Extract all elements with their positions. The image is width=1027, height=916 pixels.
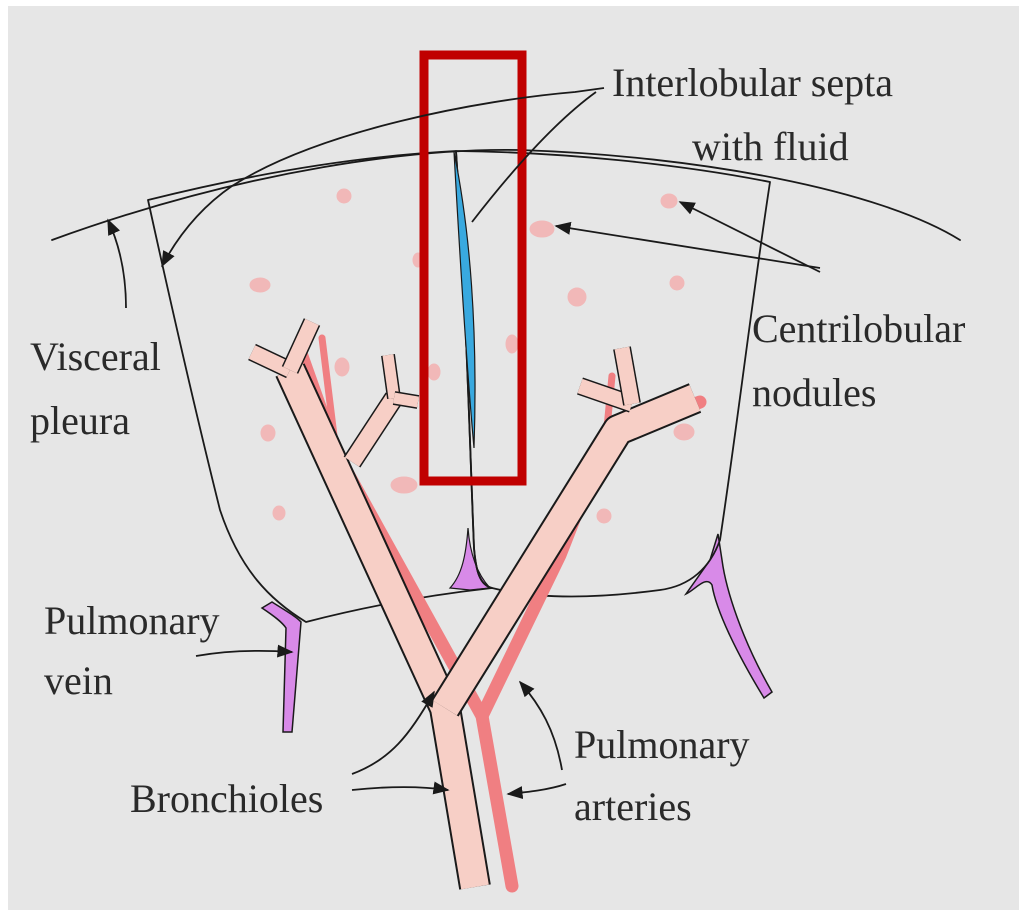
label-bronchioles: Bronchioles: [130, 776, 323, 821]
label-pulmonary-vein-2: vein: [44, 658, 113, 703]
nodule: [674, 424, 694, 440]
nodule: [661, 194, 677, 208]
label-pulmonary-arteries-2: arteries: [574, 784, 692, 829]
nodule: [391, 477, 417, 493]
nodule: [337, 189, 351, 203]
label-pulmonary-vein-1: Pulmonary: [44, 598, 220, 643]
diagram-background: [8, 6, 1019, 910]
label-centrilobular: Centrilobular: [752, 306, 965, 351]
nodule: [261, 425, 275, 441]
nodule: [335, 358, 349, 376]
nodule: [530, 221, 554, 237]
nodule: [506, 335, 518, 353]
label-visceral: Visceral: [30, 334, 161, 379]
label-interlobular-septa: Interlobular septa: [612, 60, 893, 105]
label-with-fluid: with fluid: [692, 124, 849, 169]
label-nodules: nodules: [752, 370, 876, 415]
nodule: [568, 288, 586, 306]
label-pleura: pleura: [30, 398, 130, 443]
nodule: [250, 278, 270, 292]
nodule: [273, 506, 285, 520]
label-pulmonary-arteries-1: Pulmonary: [574, 722, 750, 767]
nodule: [670, 276, 684, 290]
nodule: [597, 509, 611, 523]
nodule: [428, 364, 440, 380]
